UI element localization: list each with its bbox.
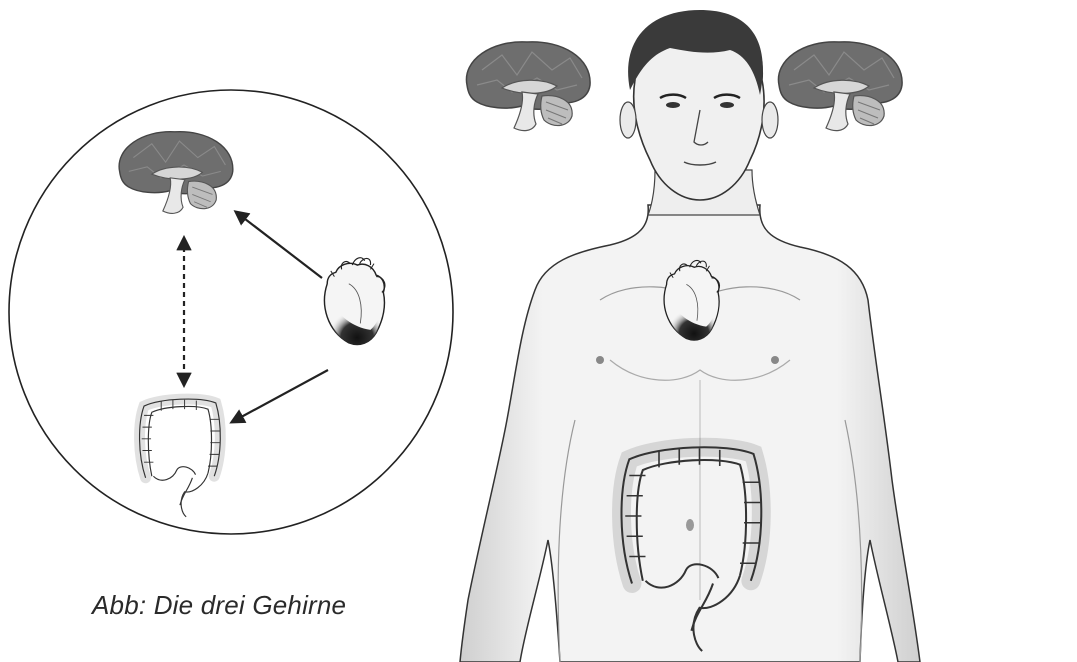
left-floating-brain-icon: [466, 42, 590, 131]
heart-icon: [325, 258, 385, 345]
figure-caption: Abb: Die drei Gehirne: [92, 590, 392, 621]
diagram-circle-group: [9, 90, 453, 534]
gut-icon: [140, 399, 221, 517]
arrow-heart-to-gut: [232, 370, 328, 422]
head-brain-icon: [119, 132, 233, 214]
arrow-heart-to-brain: [236, 212, 322, 278]
right-floating-brain-icon: [778, 42, 902, 131]
